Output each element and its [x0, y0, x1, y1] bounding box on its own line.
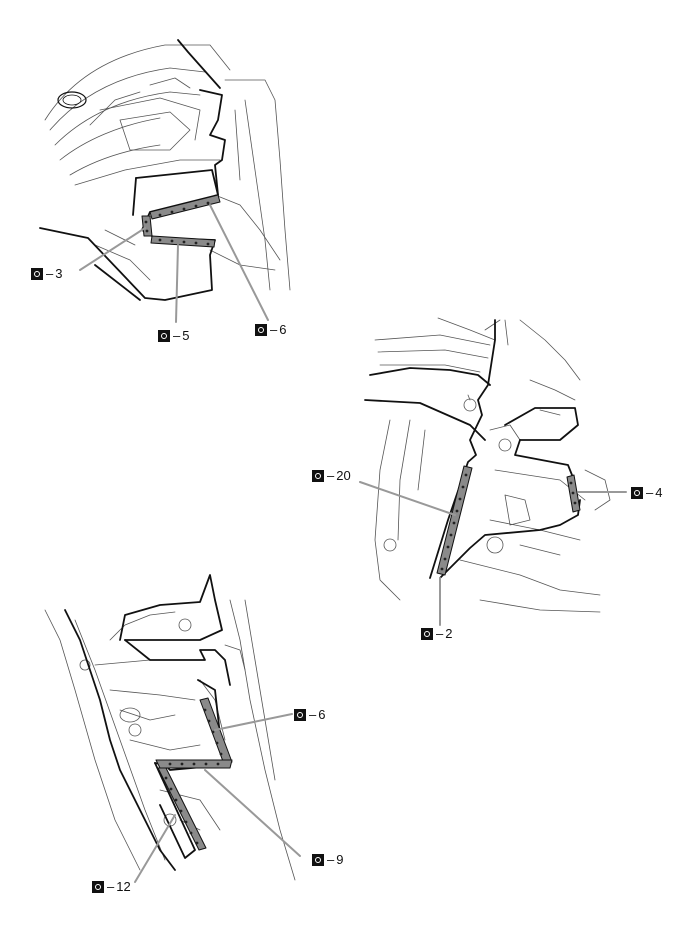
callout-dash: – — [309, 707, 317, 722]
callout-dash: – — [173, 328, 181, 343]
spot-weld-icon — [421, 627, 433, 640]
callout-weld-count-9: – 9 — [312, 852, 343, 867]
callout-count: 9 — [336, 852, 344, 867]
callout-weld-count-4: – 4 — [631, 485, 662, 500]
callout-dash: – — [46, 266, 54, 281]
spot-weld-icon — [92, 880, 104, 893]
spot-weld-icon — [255, 323, 267, 336]
callout-weld-count-2: – 2 — [421, 626, 452, 641]
callout-count: 12 — [116, 879, 131, 894]
callout-weld-count-3: – 3 — [31, 266, 62, 281]
callout-dash: – — [646, 485, 654, 500]
spot-weld-icon — [312, 853, 324, 866]
callout-count: 2 — [445, 626, 453, 641]
view-rocker-lower — [44, 574, 301, 883]
callout-weld-count-5: – 5 — [158, 328, 189, 343]
callout-weld-count-20: – 20 — [312, 468, 351, 483]
view-center-pillar — [359, 317, 627, 626]
callout-count: 6 — [279, 322, 287, 337]
callout-count: 3 — [55, 266, 63, 281]
view-front-upper — [39, 39, 291, 323]
callout-count: 4 — [655, 485, 663, 500]
spot-weld-icon — [294, 708, 306, 721]
callout-weld-count-6-bottom: – 6 — [294, 707, 325, 722]
spot-weld-icon — [31, 267, 43, 280]
callout-dash: – — [107, 879, 115, 894]
spot-weld-icon — [312, 469, 324, 482]
callout-weld-count-6-top: – 6 — [255, 322, 286, 337]
callout-dash: – — [327, 468, 335, 483]
callout-dash: – — [270, 322, 278, 337]
spot-weld-icon — [631, 486, 643, 499]
callout-count: 20 — [336, 468, 351, 483]
callout-count: 6 — [318, 707, 326, 722]
callout-dash: – — [436, 626, 444, 641]
callout-count: 5 — [182, 328, 190, 343]
callout-dash: – — [327, 852, 335, 867]
spot-weld-icon — [158, 329, 170, 342]
callout-weld-count-12: – 12 — [92, 879, 131, 894]
